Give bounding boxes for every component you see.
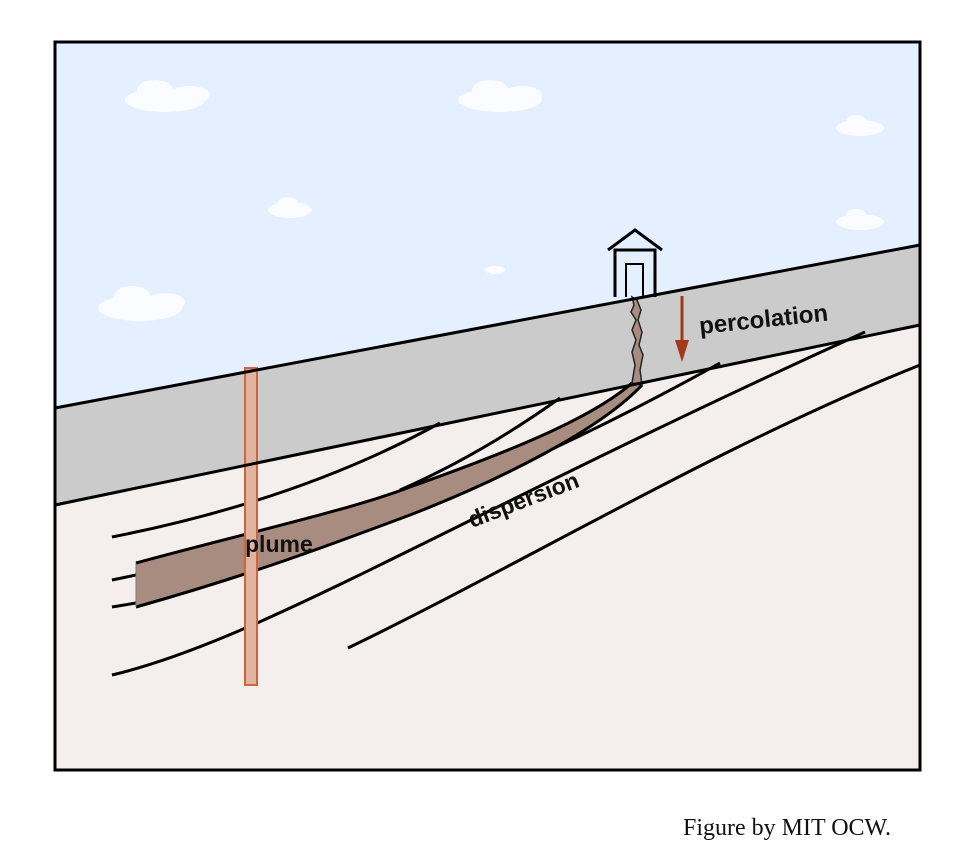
strata-line <box>111 330 866 677</box>
plume-outline <box>135 381 644 609</box>
strata-line <box>111 573 137 609</box>
house-icon <box>607 228 663 297</box>
cloud <box>485 266 505 274</box>
strata-line <box>399 396 561 492</box>
well <box>244 367 258 686</box>
cloud <box>836 115 884 136</box>
zone-boundaries <box>54 243 921 507</box>
figure-frame <box>53 40 922 772</box>
cloud <box>268 197 312 218</box>
cloud <box>458 80 542 112</box>
unsaturated-zone <box>55 245 920 505</box>
label-plume: plume <box>245 531 313 557</box>
strata-line <box>347 363 921 650</box>
cloud <box>836 209 884 230</box>
strata-line <box>111 421 441 539</box>
figure-caption: Figure by MIT OCW. <box>683 815 891 841</box>
cloud <box>98 286 185 321</box>
cloud <box>125 80 210 112</box>
clouds <box>98 80 884 321</box>
percolation-arrow-icon <box>675 296 689 362</box>
sky <box>55 42 920 408</box>
